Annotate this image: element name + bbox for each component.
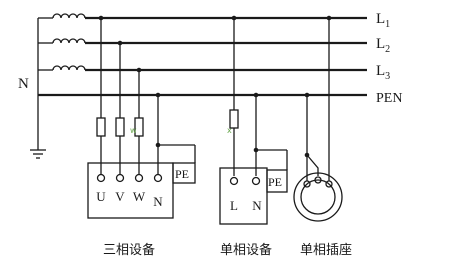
socket-outer-ring bbox=[293, 172, 343, 222]
label-pen: PEN bbox=[376, 91, 402, 106]
winding-l2 bbox=[52, 38, 86, 44]
terminal-label-l: L bbox=[230, 198, 238, 213]
winding-l3 bbox=[52, 65, 86, 71]
label-l2: L2 bbox=[376, 36, 390, 55]
terminal-label-v: V bbox=[115, 189, 125, 204]
socket-live-pin bbox=[325, 180, 333, 188]
watermark-mark-2: x bbox=[227, 126, 232, 135]
source-windings bbox=[37, 13, 86, 150]
terminal-label-n: N bbox=[153, 194, 163, 209]
label-l3: L3 bbox=[376, 63, 390, 82]
terminal-label-n-single: N bbox=[252, 198, 262, 213]
socket-neutral-pin bbox=[303, 180, 311, 188]
ground-icon bbox=[30, 149, 46, 159]
winding-l1 bbox=[52, 13, 86, 19]
single-phase-equipment: PE L N 单相设备 bbox=[219, 15, 288, 258]
single-phase-pe-box bbox=[266, 169, 288, 193]
socket-earth-pin bbox=[314, 176, 322, 184]
three-phase-pe-label: PE bbox=[175, 167, 189, 181]
socket-face bbox=[300, 179, 336, 215]
single-phase-caption: 单相设备 bbox=[220, 242, 272, 258]
three-phase-pe-box bbox=[172, 162, 196, 184]
single-phase-enclosure bbox=[219, 167, 268, 225]
terminal-label-u: U bbox=[96, 189, 106, 204]
single-phase-socket: 单相插座 bbox=[293, 15, 352, 258]
label-l1: L1 bbox=[376, 11, 390, 30]
label-neutral: N bbox=[18, 76, 29, 92]
terminal-label-w: W bbox=[133, 189, 146, 204]
fuse-u bbox=[96, 117, 106, 137]
three-phase-caption: 三相设备 bbox=[103, 242, 155, 258]
fuse-v bbox=[115, 117, 125, 137]
socket-caption: 单相插座 bbox=[300, 243, 352, 258]
three-phase-equipment: PE U V W N 三相设备 bbox=[87, 15, 196, 258]
three-phase-enclosure bbox=[87, 162, 174, 219]
single-phase-pe-label: PE bbox=[268, 175, 282, 189]
watermark-mark-1: w bbox=[130, 126, 137, 135]
